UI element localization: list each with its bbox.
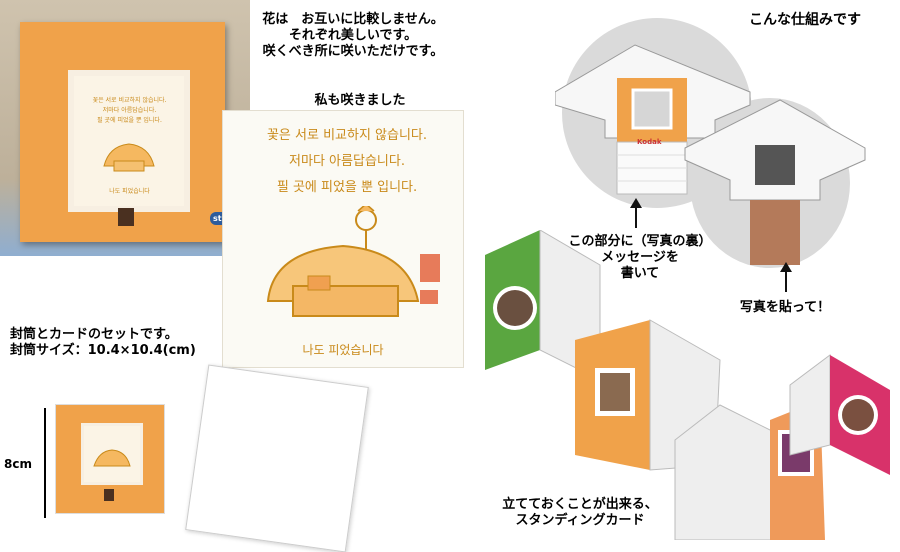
size-label: 8cm — [4, 457, 32, 471]
korean-footer: 나도 피었습니다 — [302, 343, 384, 357]
arrow-up-icon — [630, 198, 642, 228]
envelope — [185, 364, 369, 552]
photo-caption: 写真を貼って！ — [739, 300, 831, 315]
card-small-text-3: 필 곳에 피었을 뿐 입니다. — [97, 117, 162, 124]
poem-line-3: 咲くべき所に咲いただけです。 — [262, 44, 444, 59]
house-drawing-icon — [103, 143, 155, 172]
message-caption-3: 書いて — [620, 266, 660, 281]
card-small-footer: 나도 피었습니다 — [109, 188, 150, 195]
card-small-text-2: 저마다 아름답습니다. — [102, 107, 157, 114]
standing-cards-photo — [485, 230, 890, 540]
set-caption-2: 封筒サイズ：10.4×10.4(cm) — [10, 343, 196, 358]
brand-label: Kodak — [637, 138, 662, 146]
message-caption-2: メッセージを — [601, 250, 679, 265]
small-card — [55, 404, 165, 514]
korean-line-3: 필 곳에 피었을 뿐 입니다. — [276, 180, 418, 195]
stamp-icon — [118, 208, 134, 226]
size-line — [44, 408, 46, 518]
card-window: 꽃은 서로 비교하지 않습니다. 저마다 아름답습니다. 필 곳에 피었을 뿐 … — [68, 70, 190, 212]
korean-line-1: 꽃은 서로 비교하지 않습니다. — [266, 128, 428, 143]
poem-line-2: それぞれ美しいです。 — [288, 28, 418, 43]
arrow-up-icon-2 — [780, 262, 792, 292]
poem-line-1: 花は お互いに比較しません。 — [262, 12, 444, 27]
message-caption-1: この部分に（写真の裏） — [568, 234, 712, 249]
standing-caption-2: スタンディングカード — [515, 513, 645, 528]
house-illustration-icon — [266, 206, 440, 317]
framed-card-photo: 꽃은 서로 비교하지 않습니다. 저마다 아름답습니다. 필 곳에 피었을 뿐 … — [0, 0, 250, 256]
card-closeup: 꽃은 서로 비교하지 않습니다. 저마다 아름답습니다. 필 곳에 피었을 뿐 … — [222, 110, 464, 368]
korean-line-2: 저마다 아름답습니다. — [289, 154, 405, 169]
small-stamp-icon — [104, 489, 114, 501]
card-orange-frame: 꽃은 서로 비교하지 않습니다. 저마다 아름답습니다. 필 곳에 피었을 뿐 … — [20, 22, 225, 242]
mechanism-caption: こんな仕組みです — [749, 12, 861, 28]
standing-caption-1: 立てておくことが出来る、 — [502, 497, 658, 512]
card-small-text: 꽃은 서로 비교하지 않습니다. — [92, 97, 167, 104]
set-caption-1: 封筒とカードのセットです。 — [10, 327, 178, 342]
card-unfolded-diagram — [555, 44, 866, 265]
small-card-window — [81, 423, 143, 485]
bloom-caption: 私も咲きました — [314, 93, 406, 108]
